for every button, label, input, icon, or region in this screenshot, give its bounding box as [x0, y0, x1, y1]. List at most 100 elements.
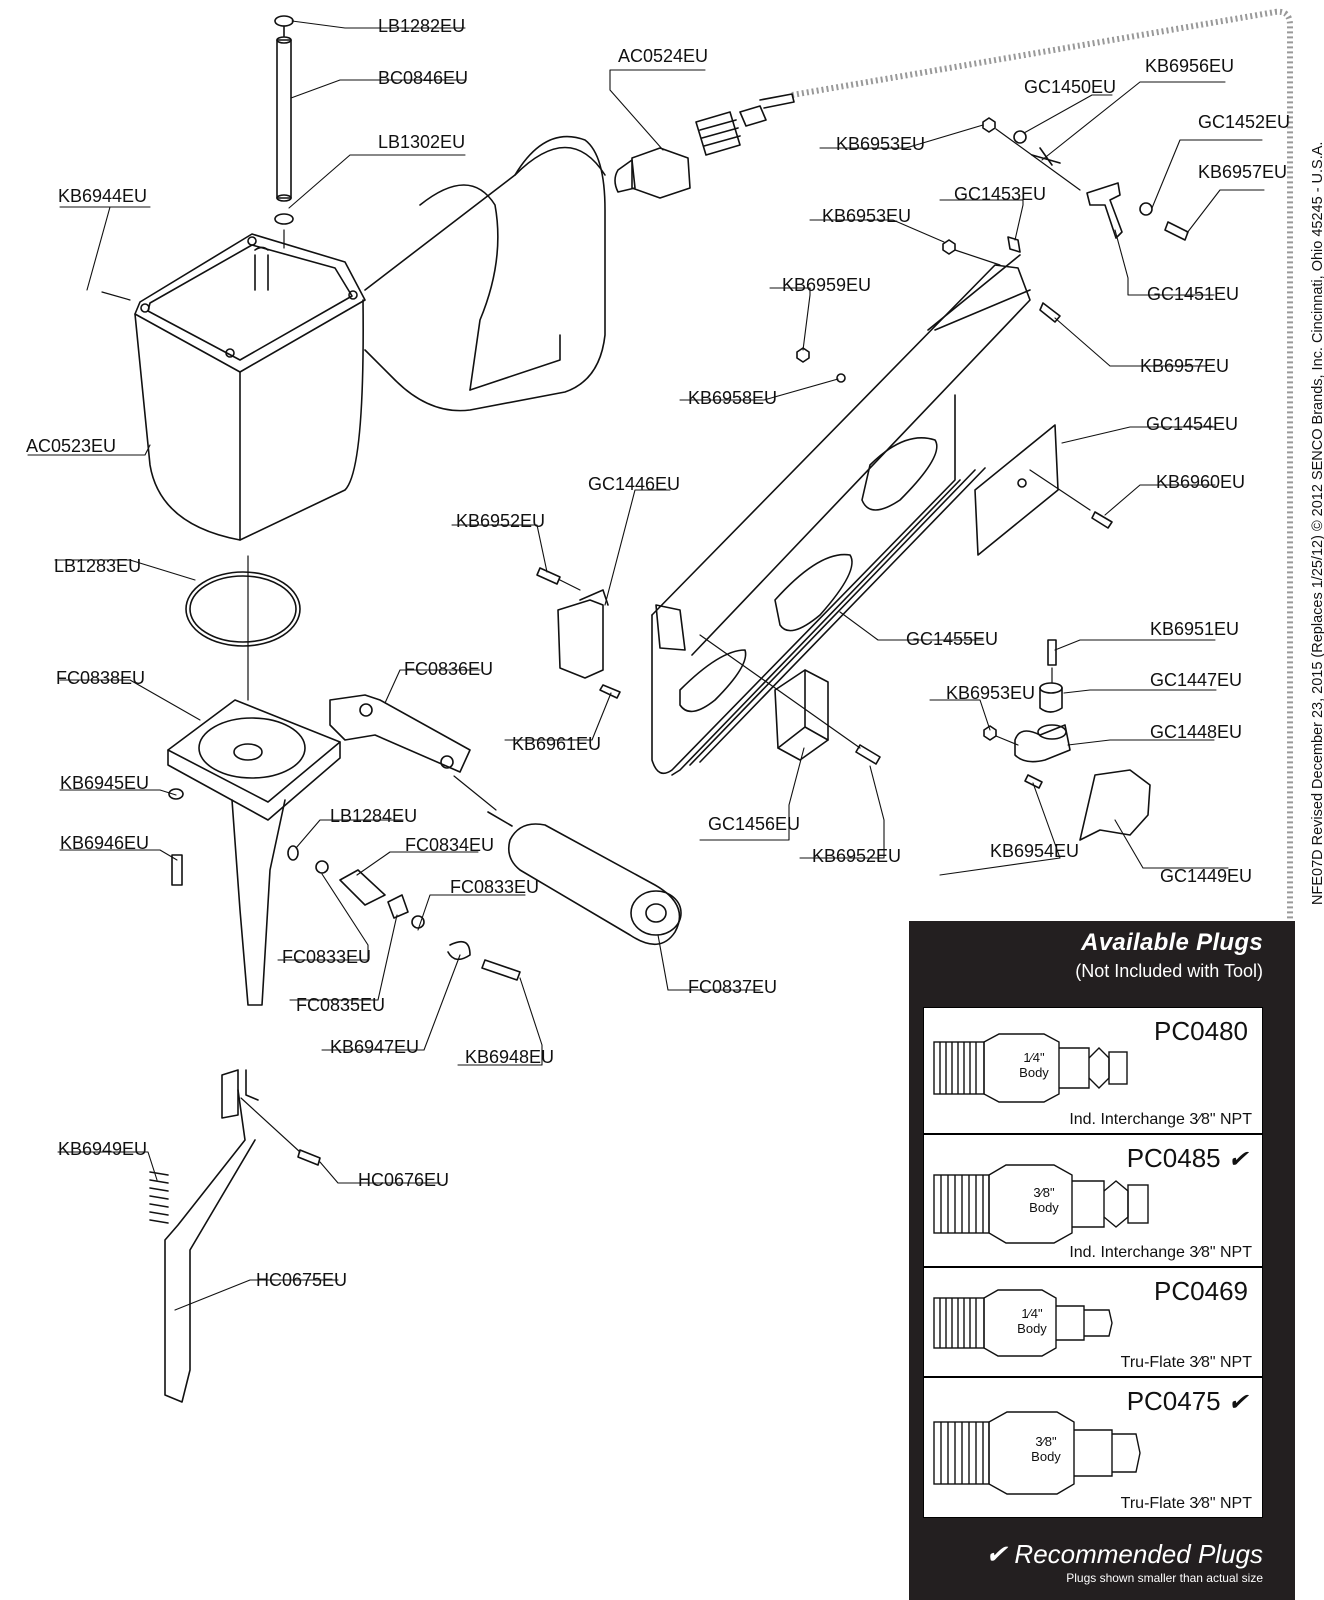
pin-rod — [276, 39, 292, 199]
block-gc1456 — [774, 669, 829, 761]
label-lb1282eu: LB1282EU — [378, 16, 465, 36]
label-kb6956eu: KB6956EU — [1145, 56, 1234, 76]
driver-hc0675 — [164, 1069, 259, 1403]
pin-hc0676 — [297, 1149, 321, 1166]
bracket-gc1446 — [557, 599, 604, 679]
lever-gc1451 — [1086, 182, 1123, 239]
label-kb6951eu: KB6951EU — [1150, 619, 1239, 639]
label-bc0846eu: BC0846EU — [378, 68, 468, 88]
plug-drawing-icon — [933, 1411, 1141, 1495]
plugs-panel-subtitle: (Not Included with Tool) — [1075, 961, 1263, 981]
plug-code: PC0480 — [1154, 1016, 1248, 1046]
o-ring-lower — [274, 213, 294, 225]
available-plugs-panel: Available Plugs (Not Included with Tool)… — [909, 921, 1295, 1600]
washer-kb6945 — [168, 788, 184, 800]
washer-fc0833-a — [315, 860, 329, 874]
air-line-dotted — [791, 8, 1293, 1403]
screw-kb6961 — [599, 684, 621, 699]
nut-kb6953-c — [983, 725, 997, 741]
pin-kb6948 — [481, 959, 521, 981]
label-kb6953eu-c: KB6953EU — [946, 683, 1035, 703]
plug-drawing-icon — [933, 1289, 1113, 1357]
label-gc1448eu: GC1448EU — [1150, 722, 1242, 742]
grip-fc0837 — [487, 811, 682, 946]
plug-type: Ind. Interchange 3⁄8" NPT — [1069, 1244, 1252, 1261]
o-ring-lb1283 — [185, 571, 301, 647]
o-ring-top — [274, 15, 294, 27]
label-lb1302eu: LB1302EU — [378, 132, 465, 152]
screw-kb6960 — [1091, 511, 1113, 529]
label-kb6954eu: KB6954EU — [990, 841, 1079, 861]
label-gc1452eu: GC1452EU — [1198, 112, 1290, 132]
label-hc0675eu: HC0675EU — [256, 1270, 347, 1290]
label-kb6952eu-a: KB6952EU — [456, 511, 545, 531]
washer-gc1452 — [1139, 202, 1153, 216]
label-kb6953eu-a: KB6953EU — [836, 134, 925, 154]
recommended-plugs-label: ✔ Recommended Plugs — [985, 1539, 1263, 1569]
washer-fc0833-b — [411, 915, 425, 929]
label-kb6959eu: KB6959EU — [782, 275, 871, 295]
label-gc1451eu: GC1451EU — [1147, 284, 1239, 304]
plate-gc1454 — [974, 424, 1059, 556]
plug-card-pc0469: 1⁄4" Body PC0469 Tru-Flate 3⁄8" NPT — [923, 1267, 1263, 1377]
plug-body-size: 1⁄4" Body — [1019, 1050, 1049, 1080]
label-fc0836eu: FC0836EU — [404, 659, 493, 679]
label-gc1447eu: GC1447EU — [1150, 670, 1242, 690]
plug-body-size: 3⁄8" Body — [1029, 1185, 1059, 1215]
label-fc0834eu: FC0834EU — [405, 835, 494, 855]
plugs-panel-title: Available Plugs — [1081, 929, 1263, 956]
plug-type: Ind. Interchange 3⁄8" NPT — [1069, 1111, 1252, 1128]
handle-body — [364, 135, 606, 412]
magazine-gc1455 — [651, 254, 1031, 776]
bushing-gc1453 — [1007, 236, 1021, 253]
label-ac0524eu: AC0524EU — [618, 46, 708, 66]
plug-body-size: 1⁄4" Body — [1017, 1306, 1047, 1336]
plug-body-size: 3⁄8" Body — [1031, 1434, 1061, 1464]
spring-kb6947 — [447, 940, 471, 961]
spring-kb6949 — [149, 1171, 169, 1224]
air-fitting — [614, 93, 795, 199]
label-kb6945eu: KB6945EU — [60, 773, 149, 793]
label-kb6958eu: KB6958EU — [688, 388, 777, 408]
label-fc0833eu-a: FC0833EU — [450, 877, 539, 897]
screw-kb6946 — [171, 854, 183, 886]
plug-card-pc0480: 1⁄4" Body PC0480 Ind. Interchange 3⁄8" N… — [923, 1007, 1263, 1134]
washer-kb6958 — [836, 373, 846, 383]
label-kb6952eu-b: KB6952EU — [812, 846, 901, 866]
bushing-fc0835 — [387, 894, 409, 919]
label-kb6949eu: KB6949EU — [58, 1139, 147, 1159]
lever-fc0834 — [339, 869, 386, 906]
spacer-gc1447 — [1039, 687, 1063, 713]
washer-gc1450 — [1013, 130, 1027, 144]
label-fc0837eu: FC0837EU — [688, 977, 777, 997]
label-kb6957eu-b: KB6957EU — [1140, 356, 1229, 376]
label-kb6948eu: KB6948EU — [465, 1047, 554, 1067]
label-gc1446eu: GC1446EU — [588, 474, 680, 494]
plug-code: PC0485 ✔ — [1126, 1143, 1248, 1173]
label-gc1450eu: GC1450EU — [1024, 77, 1116, 97]
screw-kb6957-b — [1039, 302, 1061, 323]
label-kb6953eu-b: KB6953EU — [822, 206, 911, 226]
plug-type: Tru-Flate 3⁄8" NPT — [1120, 1354, 1252, 1371]
trigger-gc1449 — [1079, 769, 1151, 841]
plug-code: PC0469 — [1154, 1276, 1248, 1306]
label-gc1449eu: GC1449EU — [1160, 866, 1252, 886]
label-fc0833eu-b: FC0833EU — [282, 947, 371, 967]
label-hc0676eu: HC0676EU — [358, 1170, 449, 1190]
label-gc1455eu: GC1455EU — [906, 629, 998, 649]
nut-kb6953-a — [982, 117, 996, 133]
cylinder-cap-housing — [134, 233, 366, 541]
pin-kb6951 — [1047, 639, 1057, 666]
label-kb6960eu: KB6960EU — [1156, 472, 1245, 492]
label-fc0835eu: FC0835EU — [296, 995, 385, 1015]
bracket-gc1448 — [1014, 724, 1071, 763]
plug-code: PC0475 ✔ — [1126, 1386, 1248, 1416]
label-kb6944eu: KB6944EU — [58, 186, 147, 206]
label-gc1453eu: GC1453EU — [954, 184, 1046, 204]
label-fc0838eu: FC0838EU — [56, 668, 145, 688]
recommended-plugs-note: Plugs shown smaller than actual size — [1066, 1571, 1263, 1585]
screw-kb6957-a — [1164, 221, 1189, 241]
screw-kb6952-b — [855, 744, 881, 765]
label-kb6947eu: KB6947EU — [330, 1037, 419, 1057]
